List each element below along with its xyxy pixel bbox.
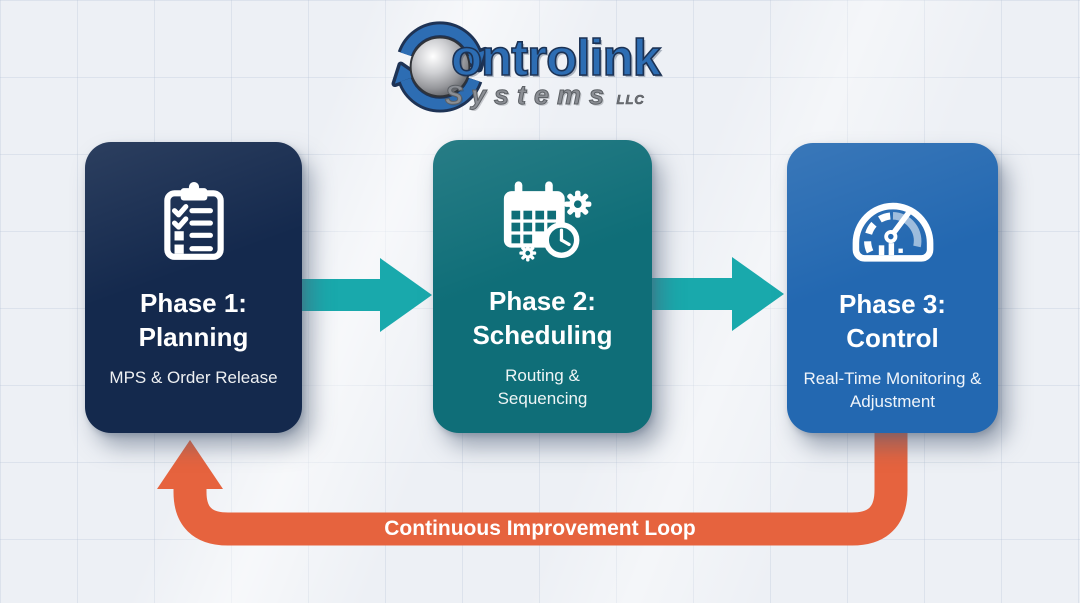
logo-llc-text: LLC [616, 92, 645, 108]
clipboard-checklist-icon [163, 182, 224, 260]
phase-2-icon-box [493, 170, 593, 270]
logo-brand-name: ontrolink [450, 28, 662, 87]
phase-3-control-card: Phase 3: Control Real-Time Monitoring & … [787, 143, 998, 433]
phase-1-title: Phase 1: Planning [139, 286, 249, 354]
speedometer-icon [852, 202, 933, 262]
logo-systems-text: Systems [444, 80, 613, 111]
phase-3-title-line2: Control [846, 323, 939, 353]
gear-icon [563, 190, 591, 218]
phase-3-title: Phase 3: Control [839, 287, 946, 355]
phase-3-icon-box [845, 173, 941, 273]
continuous-improvement-loop-label: Continuous Improvement Loop [384, 517, 696, 540]
phase-2-subtitle: Routing & Sequencing [497, 366, 588, 408]
small-gear-icon [518, 244, 536, 262]
arrow-phase1-to-phase2-icon [298, 258, 432, 332]
phase-3-title-line1: Phase 3: [839, 289, 946, 319]
phase-2-title-line2: Scheduling [472, 320, 613, 350]
phase-1-icon-box [161, 172, 227, 272]
company-logo: ontrolink Systems LLC [385, 16, 725, 118]
phase-1-title-line1: Phase 1: [140, 288, 247, 318]
phase-3-subtitle: Real-Time Monitoring & Adjustment [803, 369, 982, 411]
continuous-improvement-loop-arrow-icon [157, 420, 908, 546]
phase-1-subtitle: MPS & Order Release [109, 368, 278, 387]
phase-1-title-line2: Planning [138, 322, 249, 352]
phase-1-planning-card: Phase 1: Planning MPS & Order Release [85, 142, 302, 433]
phase-2-scheduling-card: Phase 2: Scheduling Routing & Sequencing [433, 140, 652, 433]
clock-icon [543, 221, 579, 258]
phase-2-title-line1: Phase 2: [489, 286, 596, 316]
phase-2-title: Phase 2: Scheduling [472, 284, 612, 352]
calendar-clock-gear-icon [503, 180, 591, 262]
arrow-phase2-to-phase3-icon [650, 257, 784, 331]
